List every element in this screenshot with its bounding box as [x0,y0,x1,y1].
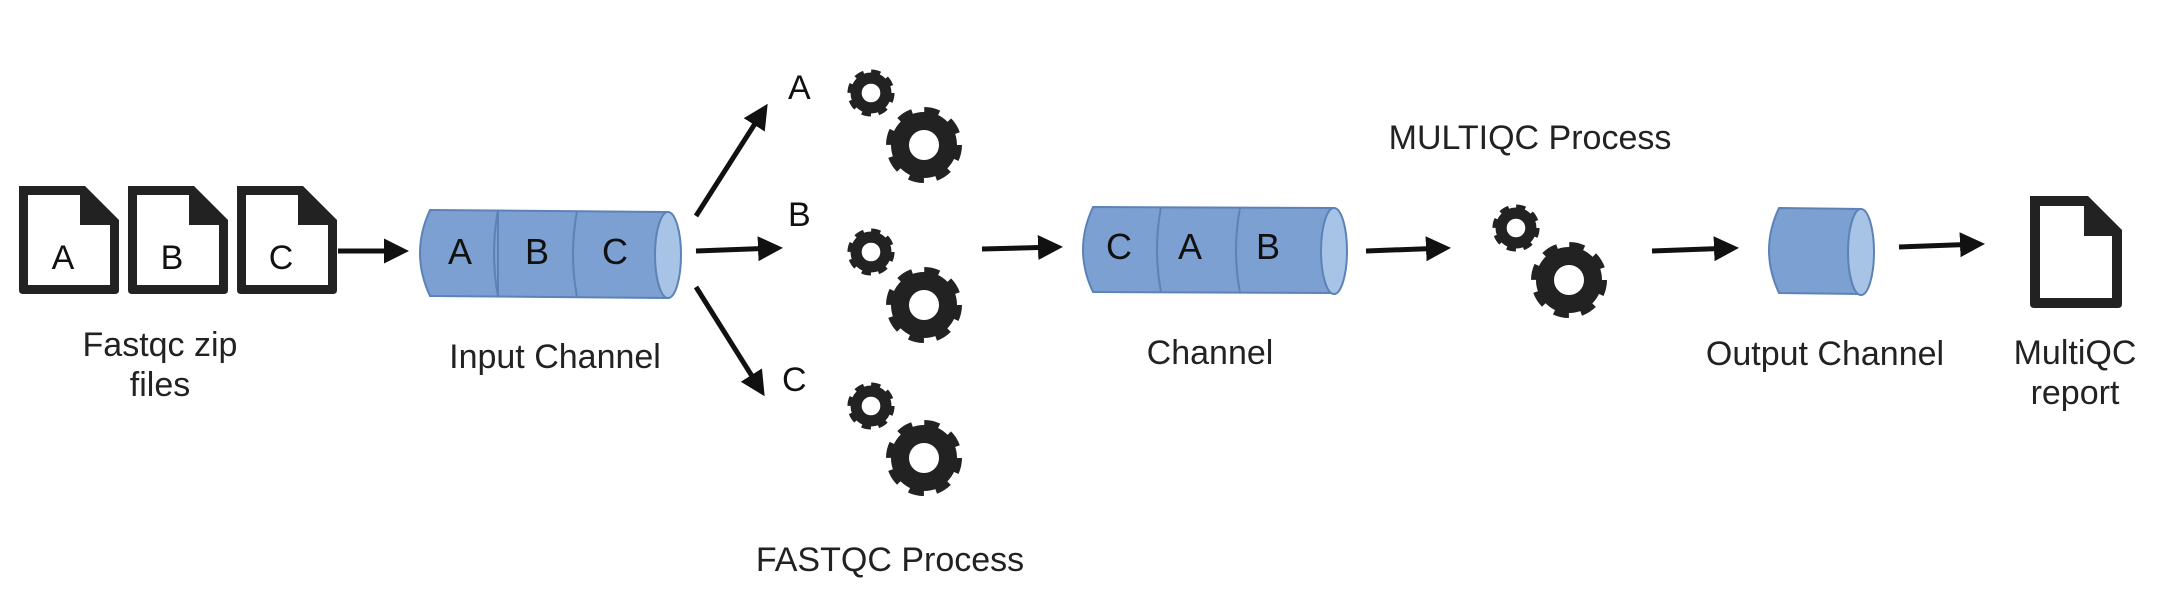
file-letter-b: B [160,239,184,277]
arrow-output-to-report [1898,232,1985,258]
channel-letter-b: B [1255,226,1280,267]
files-label-line1: Fastqc zip [82,326,238,364]
input-channel-label: Input Channel [449,338,661,376]
gear-icon [852,74,954,175]
branch-label-a: A [788,69,811,107]
fastqc-process-label: FASTQC Process [755,541,1025,579]
arrow-to-branch-b [695,236,783,262]
arrow-to-branch-c [693,285,765,397]
arrow-fastqc-to-channel [981,235,1063,261]
report-label-line2: report [2030,374,2120,412]
arrow-multiqc-to-output [1651,236,1739,262]
multiqc-process-label: MULTIQC Process [1388,119,1672,157]
report-label-line1: MultiQC [2013,334,2137,372]
channel-label: Channel [1146,334,1274,372]
arrow-channel-to-multiqc [1365,236,1451,262]
file-letter-c: C [268,239,294,277]
channel-letter-a: A [1177,226,1202,267]
gear-icon [1497,209,1599,310]
input-channel-cylinder [419,208,682,300]
gear-icon [852,387,954,488]
branch-label-c: C [782,361,807,399]
arrow-to-branch-a [693,103,768,218]
channel-cylinder [1082,205,1348,295]
report-document-icon [2030,196,2122,308]
report-label: MultiQC report [1990,333,2160,413]
gear-icon [852,233,954,335]
output-channel-cylinder [1768,206,1875,296]
channel-letter-c: C [1106,226,1132,267]
input-channel-letter-c: C [602,231,628,272]
files-label-line2: files [129,366,191,404]
file-letter-a: A [51,239,75,277]
input-channel-letter-b: B [524,231,549,272]
input-channel-letter-a: A [447,231,472,272]
output-channel-label: Output Channel [1705,335,1945,373]
files-label: Fastqc zip files [60,325,260,405]
branch-label-b: B [788,196,811,234]
